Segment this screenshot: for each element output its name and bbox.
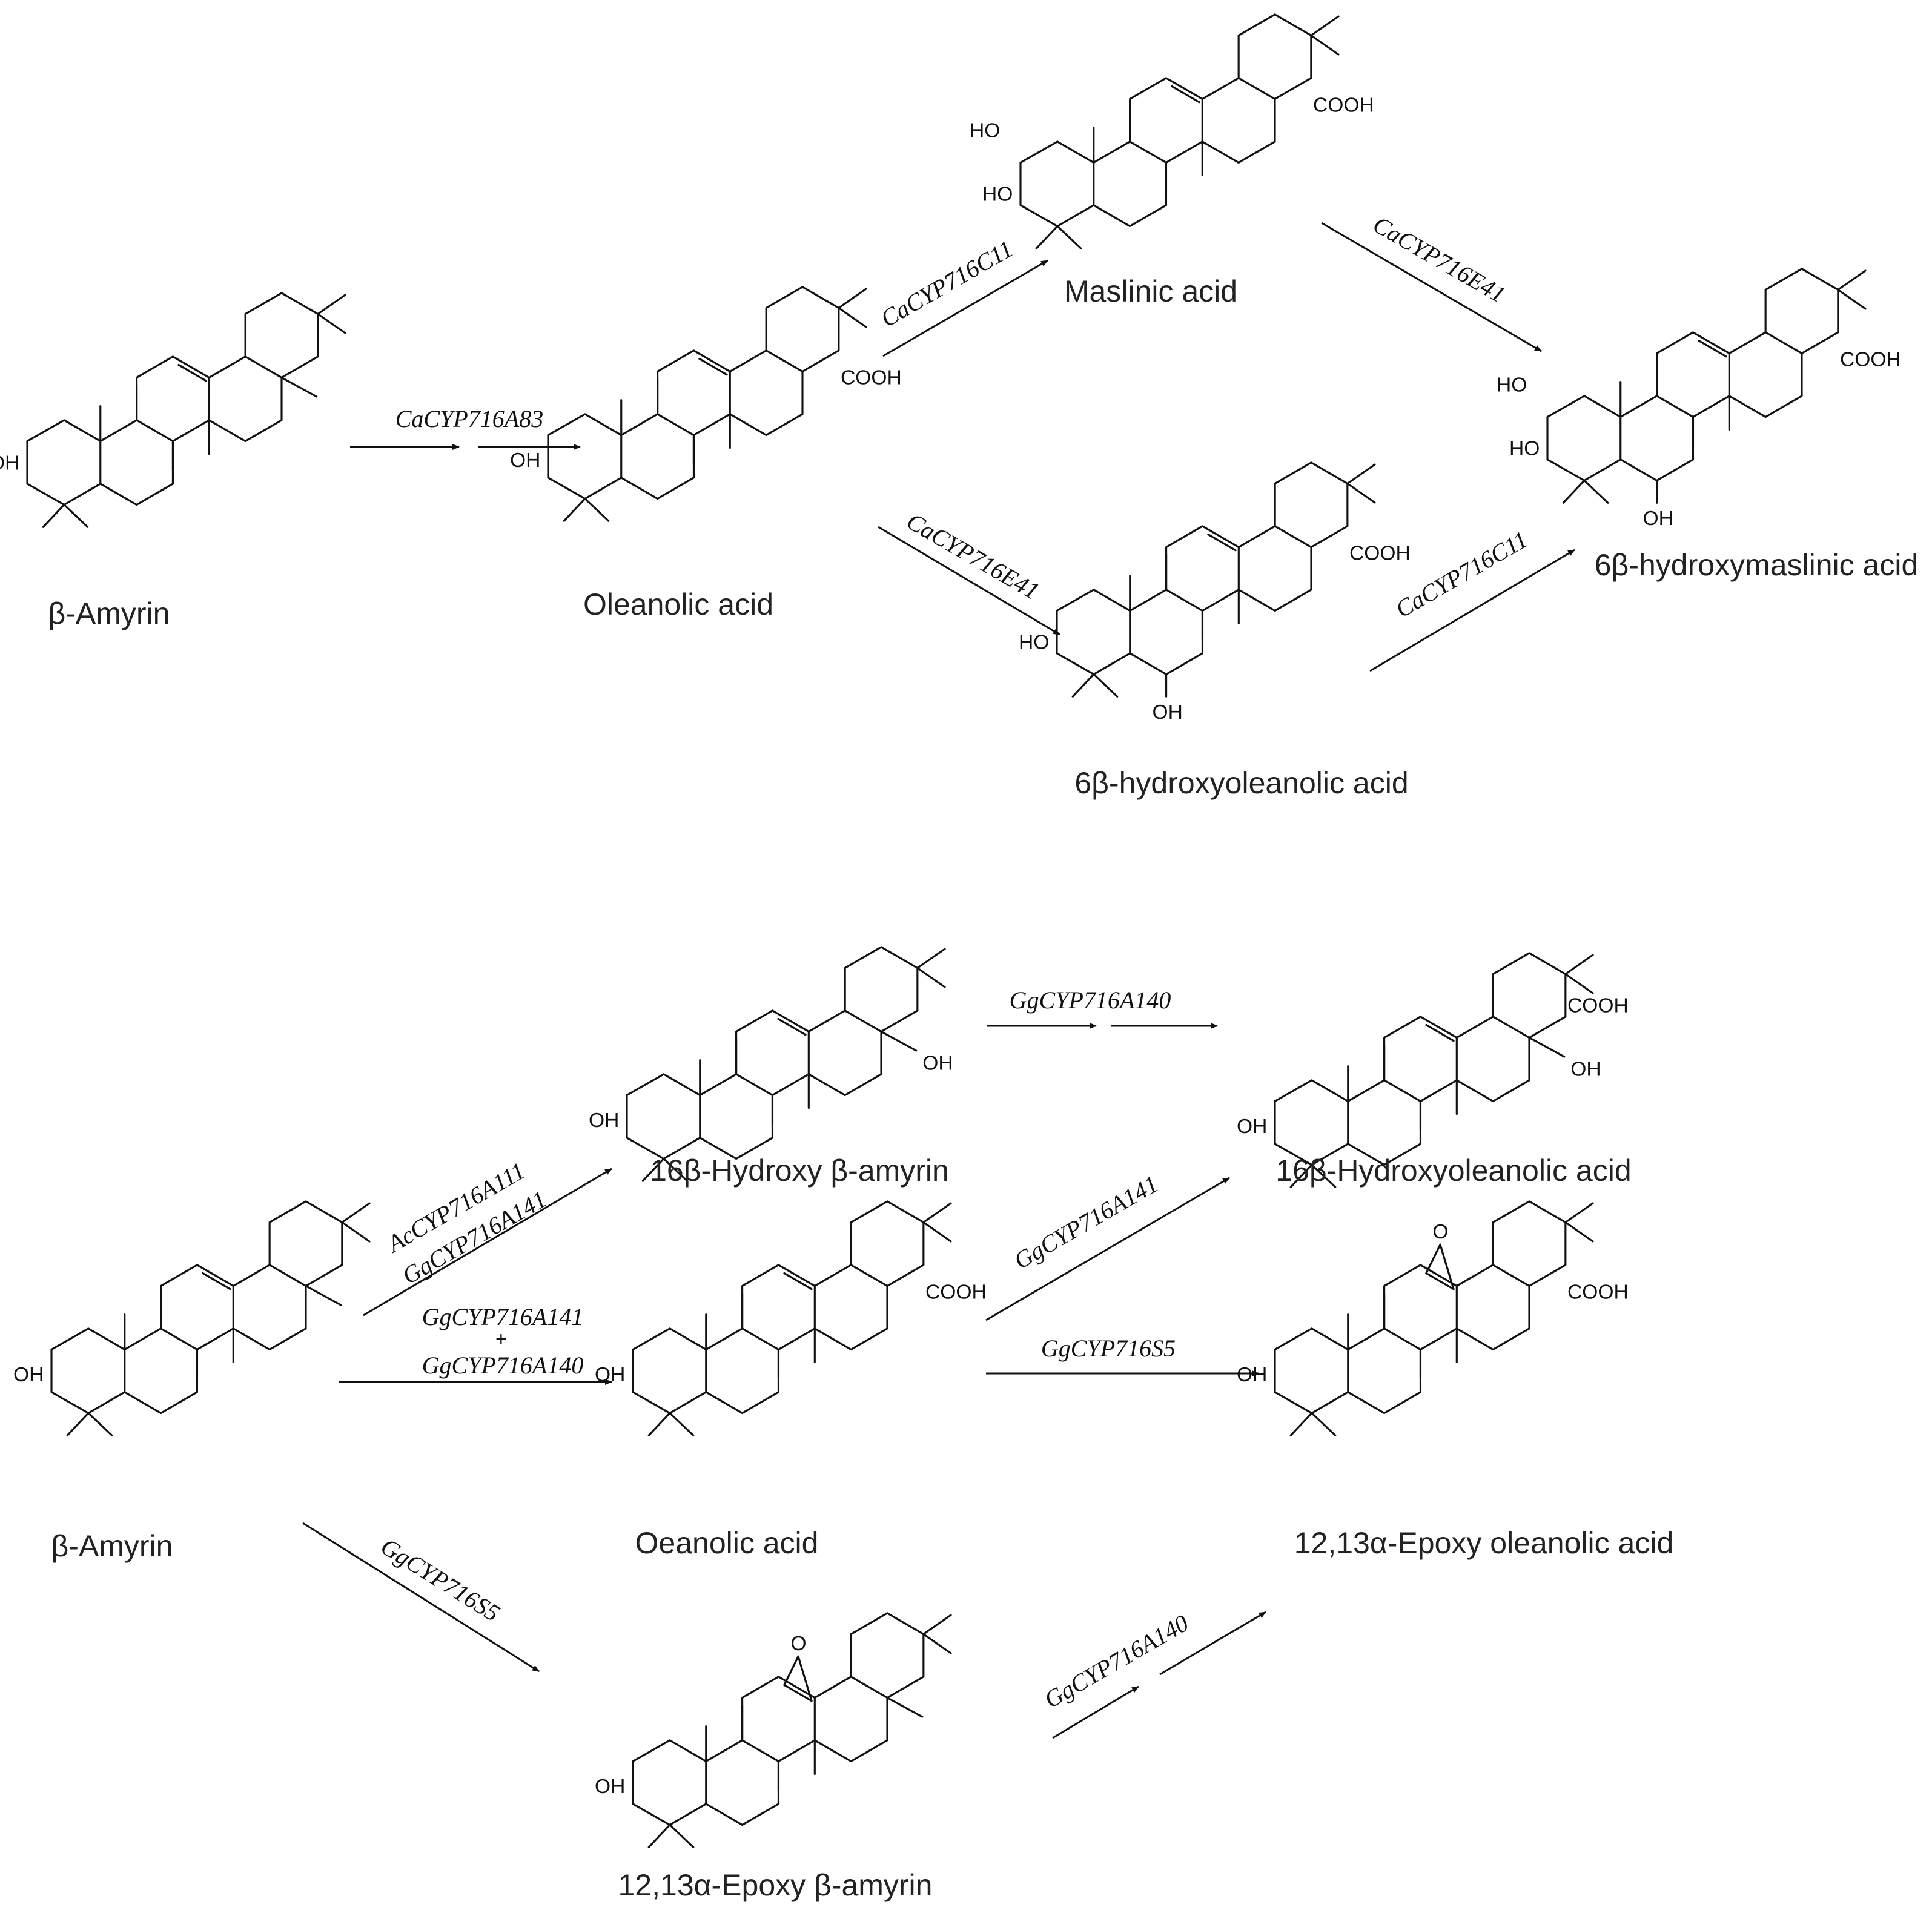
carboxyl-label: COOH	[1840, 348, 1901, 371]
reaction-arrow-r10: GgCYP716A141	[985, 1170, 1230, 1321]
reaction-arrow-r7: GgCYP716A141 + GgCYP716A140	[339, 1303, 612, 1385]
compound-1213a-epoxy-beta-amyrin: O OH	[595, 1612, 952, 1848]
enzyme-label: GgCYP716A140	[1010, 986, 1171, 1014]
hydroxyl-label: HO	[982, 183, 1013, 205]
compound-1213a-epoxy-oleanolic-acid: O COOH OH	[1237, 1200, 1629, 1436]
plus-sign: +	[495, 1328, 507, 1350]
enzyme-label: CaCYP716C11	[876, 235, 1017, 332]
carboxyl-label: COOH	[1313, 94, 1374, 116]
epoxide-oxygen-label: O	[1432, 1221, 1448, 1243]
hydroxyl-label: OH	[1237, 1364, 1267, 1386]
reaction-arrow-r3: CaCYP716E41	[1321, 211, 1542, 352]
carboxyl-label: COOH	[841, 366, 902, 389]
reaction-arrow-r11: GgCYP716S5	[986, 1335, 1259, 1376]
epoxide-oxygen-label: O	[790, 1633, 806, 1655]
compound-6b-hydroxyoleanolic-acid: COOH HO OH	[1019, 461, 1411, 724]
hydroxyl-label: HO	[1509, 437, 1540, 460]
compound-name: 16β-Hydroxyoleanolic acid	[1275, 1154, 1631, 1188]
compound-name: β-Amyrin	[48, 596, 170, 630]
compound-maslinic-acid: COOH HO HO	[970, 13, 1374, 249]
hydroxyl-label: HO	[970, 119, 1000, 142]
reaction-arrow-r8: GgCYP716S5	[302, 1522, 540, 1673]
compound-oleanolic-acid-1: COOH OH	[510, 286, 902, 522]
compound-16b-hydroxy-beta-amyrin: OH OH	[589, 946, 953, 1182]
compound-name: 12,13α-Epoxy oleanolic acid	[1294, 1526, 1674, 1560]
enzyme-label: CaCYP716C11	[1391, 526, 1532, 623]
carboxyl-label: COOH	[1567, 995, 1629, 1017]
carboxyl-label: COOH	[925, 1281, 987, 1304]
hydroxyl-label: OH	[510, 449, 540, 472]
enzyme-label: GgCYP716S5	[376, 1533, 505, 1627]
compound-name: Oeanolic acid	[635, 1526, 819, 1560]
compound-name: Maslinic acid	[1064, 274, 1237, 308]
reaction-arrow-r6: AcCYP716A111 GgCYP716A141	[363, 1157, 612, 1317]
enzyme-label: GgCYP716A141	[422, 1303, 584, 1330]
reaction-arrow-r2: CaCYP716C11	[876, 235, 1048, 357]
compound-oleanolic-acid-2: COOH OH	[595, 1200, 987, 1436]
hydroxyl-label: OH	[1237, 1115, 1267, 1138]
enzyme-label: GgCYP716A141	[1010, 1170, 1163, 1274]
hydroxyl-label: OH	[0, 452, 19, 475]
carboxyl-label: COOH	[1567, 1281, 1629, 1304]
reaction-arrow-r1: CaCYP716A83	[350, 405, 581, 450]
hydroxyl-label: OH	[595, 1364, 625, 1386]
hydroxyl-label: OH	[589, 1109, 619, 1132]
enzyme-label: GgCYP716A140	[422, 1352, 584, 1379]
compound-name: β-Amyrin	[51, 1529, 173, 1563]
reaction-arrow-r9: GgCYP716A140	[987, 986, 1218, 1029]
hydroxyl-label: OH	[595, 1776, 625, 1798]
compound-name: 6β-hydroxyoleanolic acid	[1074, 766, 1408, 800]
compound-16b-hydroxyoleanolic-acid: OH COOH OH	[1237, 952, 1629, 1188]
compound-beta-amyrin-1: OH	[0, 292, 346, 528]
hydroxyl-label: HO	[1497, 374, 1527, 396]
reaction-arrow-r12: GgCYP716A140	[1040, 1609, 1266, 1739]
hydroxyl-label: OH	[1643, 507, 1673, 530]
compound-name: Oleanolic acid	[583, 587, 773, 621]
reaction-arrow-r4: CaCYP716E41	[878, 507, 1060, 636]
compound-6b-hydroxymaslinic-acid: COOH HO HO OH	[1497, 268, 1901, 530]
enzyme-label: CaCYP716E41	[902, 507, 1044, 605]
compound-name: 12,13α-Epoxy β-amyrin	[618, 1868, 933, 1902]
enzyme-label: CaCYP716E41	[1369, 211, 1510, 308]
enzyme-label: GgCYP716S5	[1041, 1335, 1176, 1362]
hydroxyl-label: HO	[1019, 631, 1049, 653]
hydroxyl-label: OH	[1153, 701, 1183, 724]
compound-name: 6β-hydroxymaslinic acid	[1595, 548, 1919, 582]
compound-beta-amyrin-2: OH	[13, 1200, 371, 1436]
carboxyl-label: COOH	[1349, 542, 1411, 564]
enzyme-label: GgCYP716A140	[1040, 1609, 1193, 1713]
hydroxyl-label: OH	[922, 1052, 953, 1074]
hydroxyl-label: OH	[1570, 1058, 1601, 1080]
compound-name: 16β-Hydroxy β-amyrin	[650, 1154, 949, 1188]
enzyme-label: CaCYP716A83	[395, 405, 543, 432]
hydroxyl-label: OH	[13, 1364, 44, 1386]
